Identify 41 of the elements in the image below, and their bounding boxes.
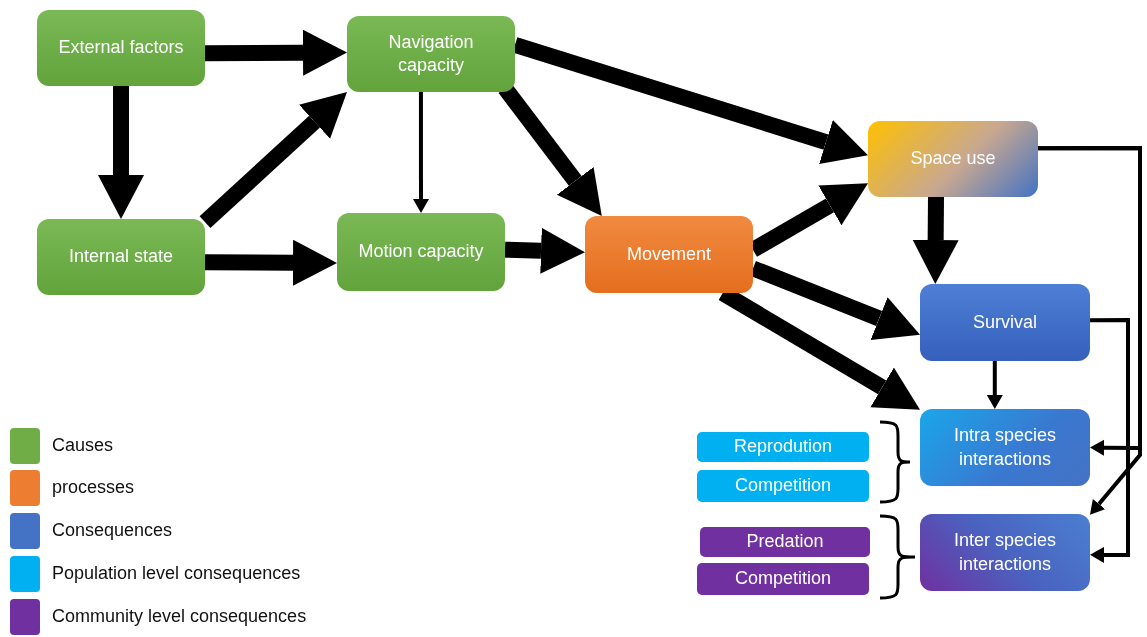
process-box <box>347 16 515 92</box>
consequence-tag <box>700 527 870 557</box>
node-label: Competition <box>734 474 831 498</box>
process-box <box>37 10 205 86</box>
arrow <box>204 29 347 76</box>
node-label: Space use <box>910 147 996 171</box>
legend-label: Causes <box>52 435 114 456</box>
node-label: Motion capacity <box>358 240 484 264</box>
process-box <box>920 284 1090 361</box>
node-label: External factors <box>58 36 184 60</box>
legend-label: Consequences <box>52 520 173 541</box>
node-label: Internal state <box>68 245 174 269</box>
legend-label: Community level consequences <box>52 606 307 627</box>
arrow <box>413 92 429 213</box>
arrow <box>98 86 144 219</box>
process-box <box>37 219 205 295</box>
legend-label: Population level consequences <box>52 563 301 584</box>
consequence-tag <box>697 432 869 462</box>
process-box <box>868 121 1038 197</box>
process-box <box>920 409 1090 486</box>
node-label: Predation <box>746 530 824 554</box>
arrow <box>504 227 585 274</box>
consequence-tag <box>697 563 869 595</box>
arrow <box>912 196 959 284</box>
node-label: Reprodution <box>733 435 833 459</box>
process-box <box>920 514 1090 591</box>
arrow <box>986 361 1003 409</box>
arrow <box>1038 146 1142 515</box>
arrow <box>199 92 347 228</box>
consequence-tag <box>697 470 869 502</box>
process-box <box>337 213 505 291</box>
process-box <box>585 216 753 293</box>
node-label: Survival <box>973 310 1037 334</box>
node-label: Navigation capacity <box>387 30 475 77</box>
arrow <box>1090 318 1130 563</box>
node-label: Inter species interactions <box>952 529 1058 576</box>
legend-label: processes <box>52 477 135 498</box>
node-label: Intra species interactions <box>952 424 1058 471</box>
arrow <box>204 239 337 286</box>
node-label: Movement <box>626 242 711 266</box>
node-label: Competition <box>734 567 831 591</box>
